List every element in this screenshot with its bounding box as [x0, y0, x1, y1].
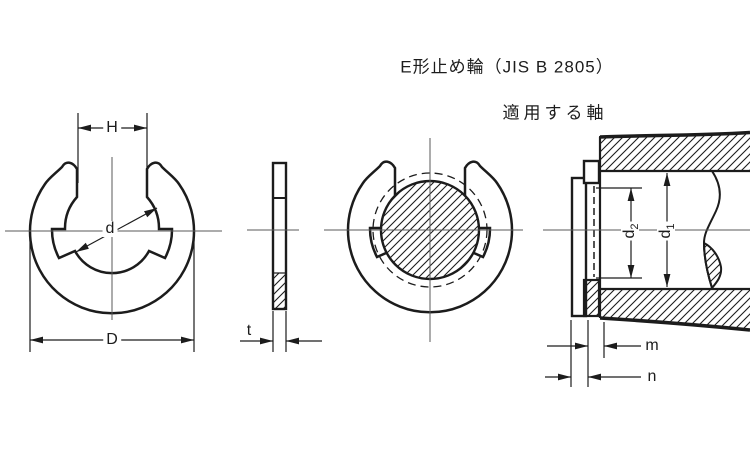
dim-label-d2-base: d: [621, 229, 638, 239]
drawing-title: E形止め輪（JIS B 2805）: [397, 58, 617, 76]
shaft-bottom-outer-edge: [599, 316, 750, 332]
dim-label-d-inner: d: [102, 221, 118, 237]
dim-label-d1: d1: [657, 221, 678, 241]
shaft-section-view: [543, 130, 750, 387]
break-section-sliver: [702, 241, 723, 291]
groove-section-lower: [582, 278, 601, 318]
e-ring-edge-view: [570, 176, 588, 318]
dimension-t: [240, 311, 322, 352]
dim-label-d2-sub: 2: [629, 223, 642, 230]
applicable-shaft-caption: 適用する軸: [499, 104, 611, 122]
shaft-top-outer-edge: [599, 130, 750, 139]
section-hatch: [274, 273, 285, 308]
ring-lug-in-groove: [582, 159, 601, 185]
dim-label-m: m: [642, 338, 662, 354]
installed-view: [324, 138, 523, 342]
dim-label-h: H: [103, 120, 121, 136]
dim-label-n: n: [644, 369, 660, 385]
dim-label-d-outer: D: [103, 332, 121, 348]
side-view: [240, 161, 322, 352]
dim-label-d2: d2: [621, 221, 642, 241]
dim-label-d1-sub: 1: [665, 223, 678, 230]
dim-label-d1-base: d: [657, 229, 674, 239]
dim-label-t: t: [243, 323, 255, 339]
shaft-upper-wall-hatch: [599, 133, 750, 171]
